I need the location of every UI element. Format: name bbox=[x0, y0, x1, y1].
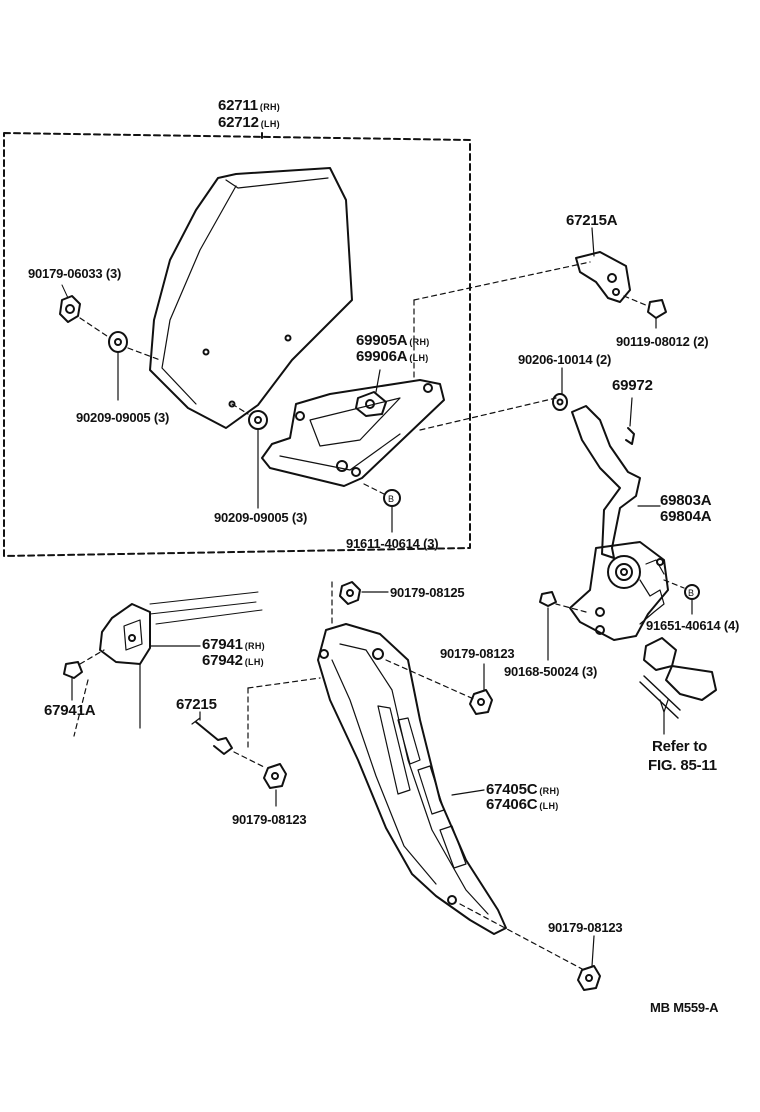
nut-left-callout: 90179-08123 bbox=[232, 812, 307, 827]
glass-lh-suffix: (LH) bbox=[260, 119, 280, 129]
nut-bottom bbox=[577, 935, 601, 991]
nut-top-callout: 90179-08125 bbox=[390, 585, 465, 600]
run-channel-lh-suffix: (LH) bbox=[539, 801, 559, 811]
run-channel-lh-number: 67406C bbox=[486, 796, 538, 813]
washer-lower bbox=[248, 410, 268, 509]
run-channel-lh-callout: 67406C(LH) bbox=[486, 797, 559, 814]
bracket-bolt-callout: 90119-08012 (2) bbox=[616, 334, 709, 349]
regulator-bolt bbox=[539, 591, 557, 661]
washer-left bbox=[108, 331, 128, 401]
regulator-bracket bbox=[575, 227, 631, 303]
stud-callout: 67215 bbox=[176, 696, 217, 713]
nut-mid-callout: 90179-08123 bbox=[440, 646, 515, 661]
stopper-rh-callout: 67941(RH) bbox=[202, 637, 265, 654]
glass-channel-lh-suffix: (LH) bbox=[409, 353, 429, 363]
stopper-screw-callout: 67941A bbox=[44, 702, 96, 719]
glass-channel-lh-callout: 69906A(LH) bbox=[356, 349, 429, 366]
bracket-bolt bbox=[647, 299, 667, 329]
regulator-lh-callout: 69804A bbox=[660, 508, 712, 525]
stopper-lh-callout: 67942(LH) bbox=[202, 653, 264, 670]
figure-code: MB M559-A bbox=[650, 1000, 719, 1015]
regulator-bolt-callout: 90168-50024 (3) bbox=[504, 664, 598, 679]
glass-group-frame bbox=[3, 132, 471, 557]
glass-lh-number: 62712 bbox=[218, 114, 259, 131]
run-channel-rh-suffix: (RH) bbox=[539, 786, 560, 796]
glass-channel-rh-callout: 69905A(RH) bbox=[356, 333, 430, 350]
run-channel-rh-callout: 67405C(RH) bbox=[486, 782, 560, 799]
glass-bolt bbox=[59, 284, 81, 323]
run-channel bbox=[317, 623, 507, 935]
regulator-rh-callout: 69803A bbox=[660, 492, 712, 509]
glass-rh-number: 62711 bbox=[218, 97, 258, 114]
stopper bbox=[99, 591, 263, 729]
stopper-lh-number: 67942 bbox=[202, 652, 243, 669]
glass-channel-rh-suffix: (RH) bbox=[409, 337, 430, 347]
clip bbox=[625, 397, 635, 445]
glass-lh-callout: 62712(LH) bbox=[218, 115, 280, 132]
nut-left bbox=[263, 763, 287, 807]
rivet-a-callout: 91611-40614 (3) bbox=[346, 536, 439, 551]
rivet-b: B bbox=[684, 584, 700, 615]
stud bbox=[191, 711, 233, 755]
stopper-screw bbox=[63, 661, 83, 701]
nut-mid bbox=[469, 663, 493, 715]
svg-text:B: B bbox=[388, 494, 394, 504]
glass-rh-suffix: (RH) bbox=[259, 102, 281, 112]
glass-channel-lh-number: 69906A bbox=[356, 348, 408, 365]
stopper-rh-number: 67941 bbox=[202, 636, 243, 653]
refer-fig-text: FIG. 85-11 bbox=[648, 757, 717, 774]
regulator-washer-callout: 90206-10014 (2) bbox=[518, 352, 612, 367]
rivet-a: B bbox=[383, 489, 401, 533]
glass-channel-bracket bbox=[261, 369, 445, 487]
refer-to-text: Refer to bbox=[652, 738, 708, 755]
washer-lower-callout: 90209-09005 (3) bbox=[214, 510, 308, 525]
glass-channel-rh-number: 69905A bbox=[356, 332, 408, 349]
window-regulator bbox=[569, 405, 669, 641]
regulator-washer bbox=[552, 367, 568, 411]
stopper-lh-suffix: (LH) bbox=[244, 657, 264, 667]
door-glass bbox=[149, 167, 353, 429]
glass-bolt-callout: 90179-06033 (3) bbox=[28, 266, 122, 281]
regulator-motor bbox=[639, 637, 717, 735]
rivet-b-callout: 91651-40614 (4) bbox=[646, 618, 740, 633]
nut-top bbox=[339, 581, 389, 605]
clip-callout: 69972 bbox=[612, 377, 653, 394]
bracket-callout: 67215A bbox=[566, 212, 618, 229]
washer-left-callout: 90209-09005 (3) bbox=[76, 410, 170, 425]
nut-bottom-callout: 90179-08123 bbox=[548, 920, 623, 935]
svg-text:B: B bbox=[688, 588, 694, 598]
run-channel-rh-number: 67405C bbox=[486, 781, 538, 798]
stopper-rh-suffix: (RH) bbox=[244, 641, 265, 651]
glass-rh-callout: 62711(RH) bbox=[218, 98, 280, 115]
